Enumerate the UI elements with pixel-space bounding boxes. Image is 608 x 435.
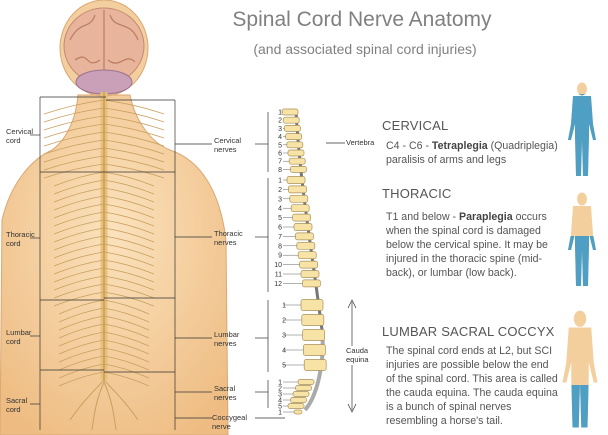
thoracic-vertebra-number-5: 5 <box>278 215 282 222</box>
thoracic-vertebra-number-12: 12 <box>274 281 282 288</box>
lumbar-vertebra-5 <box>304 360 326 371</box>
cervical-heading: CERVICAL <box>382 118 448 133</box>
thoracic-vertebra-1 <box>287 177 305 184</box>
thoracic-vertebra-number-10: 10 <box>274 262 282 269</box>
thoracic-vertebra-6 <box>294 224 312 231</box>
cervical-vertebra-3 <box>284 125 300 131</box>
sacral-vertebra-1 <box>298 380 314 385</box>
coccygeal-vertebra-number-1: 1 <box>278 410 282 417</box>
cervical-vertebra-number-6: 6 <box>278 151 282 158</box>
lumbar-vertebra-number-4: 4 <box>282 348 286 355</box>
thoracic-vertebra-number-4: 4 <box>278 206 282 213</box>
cervical-vertebra-number-4: 4 <box>278 134 282 141</box>
cervical-text: C4 - C6 - Tetraplegia (Quadriplegia) par… <box>386 139 558 167</box>
thoracic-vertebra-11 <box>301 271 319 278</box>
sacral-vertebra-4 <box>291 398 307 403</box>
sacral-vertebra-5 <box>288 404 304 409</box>
lumbar-vertebra-number-3: 3 <box>282 333 286 340</box>
thoracic-vertebra-number-11: 11 <box>275 272 282 279</box>
sacral-vertebra-2 <box>296 386 312 391</box>
cervical-vertebra-number-1: 1 <box>278 110 282 117</box>
thoracic-vertebra-2 <box>288 186 306 193</box>
lumbar-vertebra-number-1: 1 <box>282 303 286 310</box>
figure-cervical <box>562 82 602 178</box>
lumbar-vertebra-3 <box>303 330 325 341</box>
cervical-vertebra-2 <box>283 117 299 123</box>
figure-thoracic <box>562 192 602 288</box>
thoracic-vertebra-number-6: 6 <box>278 225 282 232</box>
thoracic-vertebra-number-8: 8 <box>278 243 282 250</box>
thoracic-vertebra-8 <box>297 242 315 249</box>
thoracic-vertebra-number-2: 2 <box>278 187 282 194</box>
lumbar-heading: LUMBAR SACRAL COCCYX <box>382 324 555 339</box>
thoracic-vertebra-number-3: 3 <box>278 196 282 203</box>
vertebra-label: Vertebra <box>346 139 374 148</box>
thoracic-vertebra-9 <box>298 252 316 259</box>
thoracic-vertebra-12 <box>302 280 320 287</box>
thoracic-vertebra-number-9: 9 <box>278 253 282 260</box>
lumbar-vertebra-1 <box>301 300 323 311</box>
lumbar-vertebra-2 <box>302 315 324 326</box>
cervical-vertebra-6 <box>288 150 304 156</box>
cervical-vertebra-number-7: 7 <box>278 159 282 166</box>
cervical-vertebra-4 <box>286 134 302 140</box>
thoracic-vertebra-number-1: 1 <box>278 178 282 185</box>
cervical-vertebra-5 <box>287 142 303 148</box>
thoracic-vertebra-4 <box>291 205 309 212</box>
thoracic-vertebra-5 <box>293 214 311 221</box>
figure-lumbar <box>560 310 600 430</box>
cervical-vertebra-7 <box>289 158 305 164</box>
thoracic-heading: THORACIC <box>382 186 452 201</box>
thoracic-vertebra-7 <box>295 233 313 240</box>
thoracic-text: T1 and below - Paraplegia occurs when th… <box>386 210 558 280</box>
cervical-vertebra-number-3: 3 <box>278 126 282 133</box>
thoracic-vertebra-number-7: 7 <box>278 234 282 241</box>
thoracic-vertebra-10 <box>300 261 318 268</box>
lumbar-text: The spinal cord ends at L2, but SCI inju… <box>386 344 558 428</box>
lumbar-vertebra-4 <box>303 345 325 356</box>
thoracic-vertebra-3 <box>290 195 308 202</box>
cervical-vertebra-1 <box>282 109 298 115</box>
cervical-vertebra-number-2: 2 <box>278 118 282 125</box>
lumbar-vertebra-number-5: 5 <box>282 363 286 370</box>
sacral-vertebra-3 <box>293 392 309 397</box>
cervical-vertebra-number-8: 8 <box>278 167 282 174</box>
coccygeal-vertebra-1 <box>294 410 302 414</box>
lumbar-vertebra-number-2: 2 <box>282 318 286 325</box>
cervical-vertebra-8 <box>290 166 306 172</box>
cervical-vertebra-number-5: 5 <box>278 142 282 149</box>
